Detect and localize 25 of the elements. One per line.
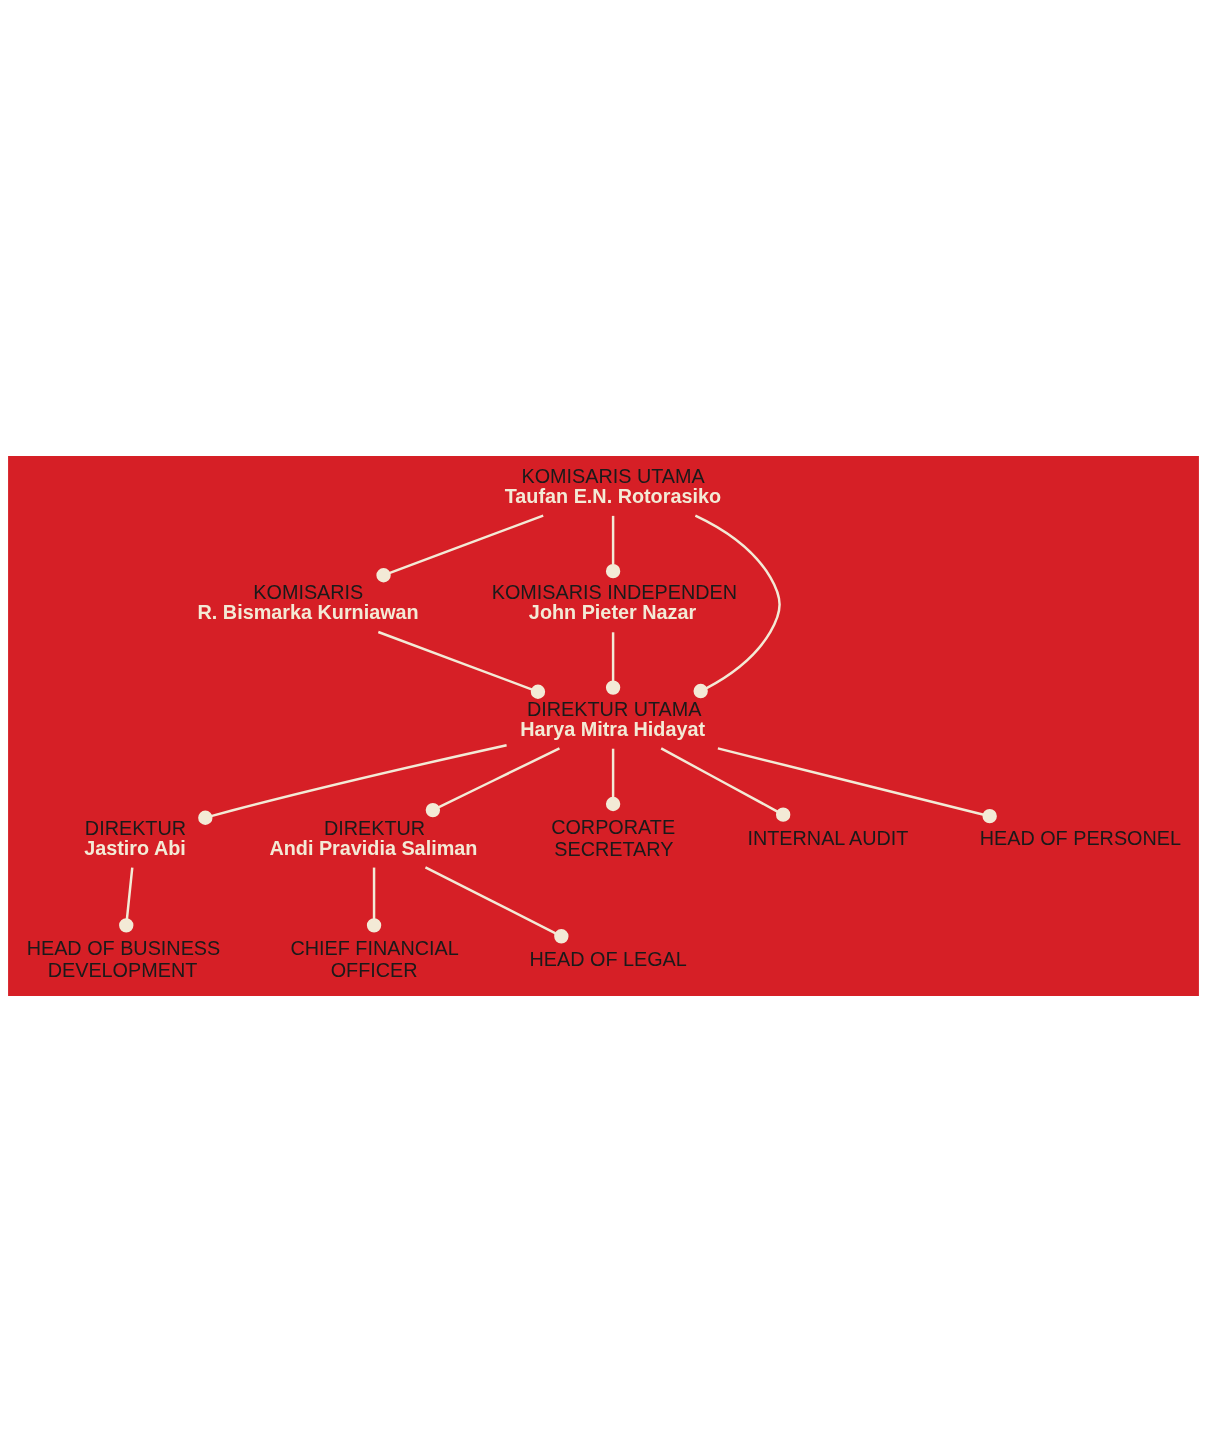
connector: [198, 743, 507, 825]
node-text: CORPORATE SECRETARY: [551, 815, 676, 860]
node-text: KOMISARIS R. Bismarka Kurniawan: [197, 580, 419, 623]
node-text: KOMISARIS UTAMA Taufan E.N. Rotorasiko: [504, 464, 722, 507]
node-text: HEAD OF PERSONEL: [979, 826, 1182, 849]
node-text: DIREKTUR UTAMA Harya Mitra Hidayat: [520, 697, 706, 740]
connector: [376, 513, 544, 582]
connector: [366, 867, 382, 932]
connector: [377, 630, 546, 699]
connector: [605, 748, 621, 811]
connector: [693, 513, 781, 698]
connector: [605, 515, 621, 578]
node-text: DIREKTUR Andi Pravidia Saliman: [269, 816, 478, 859]
connector: [660, 746, 791, 822]
connector: [119, 866, 134, 933]
connector: [425, 746, 560, 817]
node-text: CHIEF FINANCIAL OFFICER: [290, 936, 459, 981]
connector: [717, 746, 997, 823]
connector: [605, 631, 621, 695]
connector: [424, 865, 569, 943]
node-text: DIREKTUR Jastiro Abi: [84, 816, 187, 859]
node-text: INTERNAL AUDIT: [747, 826, 909, 849]
node-text: KOMISARIS INDEPENDEN John Pieter Nazar: [491, 580, 738, 623]
node-text: HEAD OF BUSINESS DEVELOPMENT: [26, 936, 221, 981]
node-text: HEAD OF LEGAL: [529, 947, 687, 970]
